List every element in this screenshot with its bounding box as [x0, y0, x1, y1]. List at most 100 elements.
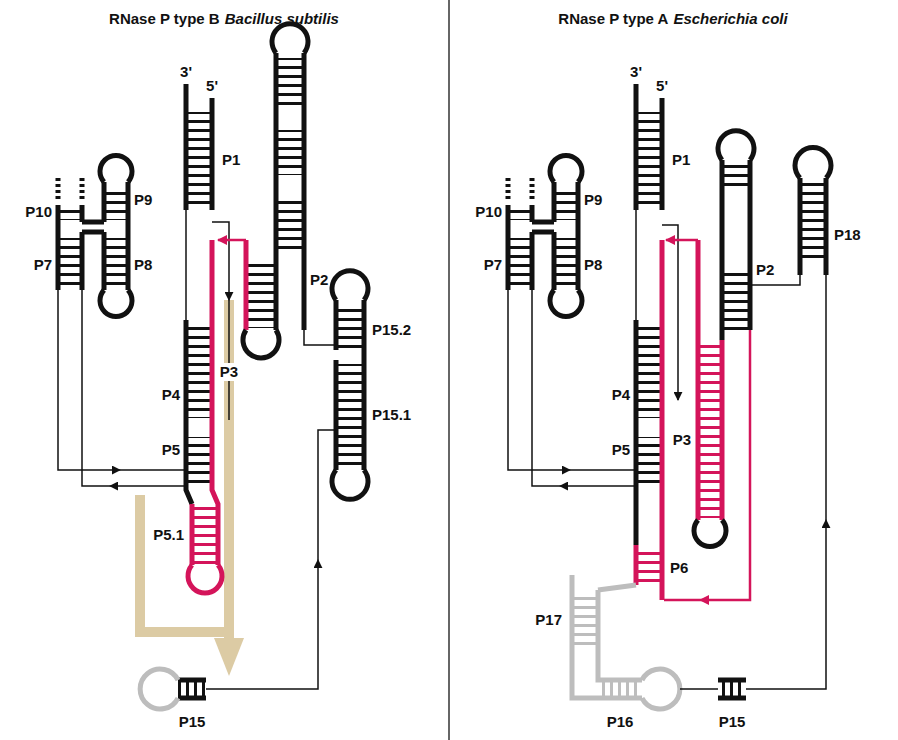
helix-base-pairs — [554, 186, 578, 220]
rnase-type: RNase P type A — [558, 10, 668, 28]
helix-base-pairs — [58, 206, 82, 220]
helix-label: P16 — [607, 713, 634, 731]
backbone-strand — [58, 53, 364, 698]
helix-label: P2 — [310, 271, 328, 289]
helix-base-pairs — [800, 182, 826, 262]
helix-label: 5' — [656, 77, 668, 95]
strand-connector — [318, 430, 336, 560]
strand-connector — [825, 275, 827, 520]
folding-pathway-arrow — [224, 300, 234, 642]
helix-label: P18 — [834, 226, 861, 244]
helix-base-pairs — [104, 238, 128, 288]
strand-connector — [532, 290, 560, 486]
panel-divider — [448, 0, 450, 740]
strand-connector — [664, 599, 700, 602]
strand-connector — [680, 688, 718, 690]
strand-connector — [58, 210, 336, 689]
helix-base-pairs — [186, 322, 212, 418]
helix-label: 5' — [206, 77, 218, 95]
helix-base-pairs — [336, 364, 364, 468]
helix-label: P15 — [179, 713, 206, 731]
helix-label: P8 — [134, 256, 152, 274]
helix-label: P10 — [475, 203, 502, 221]
helix-label: P10 — [25, 203, 52, 221]
helix-label: P4 — [612, 386, 630, 404]
helix-label: 3' — [630, 63, 642, 81]
helix-base-pairs — [192, 506, 218, 564]
helix-base-pairs — [336, 304, 364, 348]
helix-label: P6 — [670, 559, 688, 577]
helix-label: P5 — [612, 441, 630, 459]
hairpin-loop — [140, 669, 178, 709]
strand-connector — [120, 469, 186, 471]
strand-connector — [746, 520, 826, 689]
helix-label: 3' — [180, 63, 192, 81]
strand-connector — [110, 485, 186, 487]
backbone-strand — [58, 53, 364, 698]
strand-connector — [560, 485, 636, 487]
strand-connector — [570, 469, 636, 471]
helix-label: P7 — [484, 256, 502, 274]
strand-connector — [206, 560, 318, 689]
helix-label: P15.2 — [372, 321, 411, 339]
helix-base-pairs — [698, 345, 722, 518]
helix-base-pairs — [598, 680, 642, 698]
hairpin-loop — [188, 565, 222, 593]
helix-base-pairs — [246, 262, 276, 328]
helix-label: P3 — [673, 431, 691, 449]
helix-label: P5.1 — [153, 526, 184, 544]
helix-base-pairs — [718, 680, 746, 698]
helix-label: P9 — [134, 191, 152, 209]
strand-connector — [58, 290, 120, 470]
helix-base-pairs — [104, 186, 128, 220]
strand-connector — [508, 290, 570, 470]
helix-base-pairs — [186, 437, 212, 488]
panel-title: RNase P type B Bacillus subtilis — [109, 10, 339, 28]
helix-label: P17 — [535, 611, 562, 629]
helix-label: P15 — [719, 713, 746, 731]
rnase-type: RNase P type B — [109, 10, 220, 28]
helix-base-pairs — [186, 112, 212, 208]
helix-label: P1 — [672, 151, 690, 169]
helix-base-pairs — [276, 195, 304, 250]
strand-connector — [635, 210, 637, 320]
hairpin-loop — [642, 669, 680, 709]
panel-title: RNase P type A Escherichia coli — [558, 10, 787, 28]
helix-label: P5 — [162, 441, 180, 459]
backbone-strand — [572, 575, 642, 698]
helix-base-pairs — [276, 130, 304, 175]
strand-connector — [218, 239, 246, 242]
strand-connector — [666, 239, 698, 242]
helix-base-pairs — [178, 680, 206, 698]
backbone-strand — [508, 84, 826, 698]
strand-connector — [508, 210, 826, 689]
hairpin-loop — [550, 131, 831, 547]
species-name: Bacillus subtilis — [225, 10, 339, 28]
helix-base-pairs — [508, 238, 532, 288]
helix-base-pairs — [636, 322, 662, 418]
hairpin-loop — [100, 24, 368, 500]
strand-connector — [212, 222, 229, 300]
strand-connector — [304, 330, 336, 345]
helix-label: P9 — [584, 191, 602, 209]
helix-label: P4 — [162, 386, 180, 404]
helix-base-pairs — [722, 270, 750, 330]
folding-pathway-arrow — [214, 638, 244, 676]
helix-label: P7 — [34, 256, 52, 274]
helix-base-pairs — [636, 547, 662, 583]
helix-label: P8 — [584, 256, 602, 274]
strand-connector — [228, 300, 230, 420]
helix-label: P2 — [756, 261, 774, 279]
species-name: Escherichia coli — [673, 10, 787, 28]
backbone-strand — [508, 84, 826, 698]
strand-connector — [700, 330, 750, 600]
helix-base-pairs — [58, 238, 82, 288]
backbone-strand — [58, 178, 82, 200]
helix-base-pairs — [508, 206, 532, 220]
helix-label: P15.1 — [372, 406, 411, 424]
helix-label: P1 — [222, 151, 240, 169]
helix-base-pairs — [572, 592, 598, 648]
strand-connector — [82, 290, 110, 486]
